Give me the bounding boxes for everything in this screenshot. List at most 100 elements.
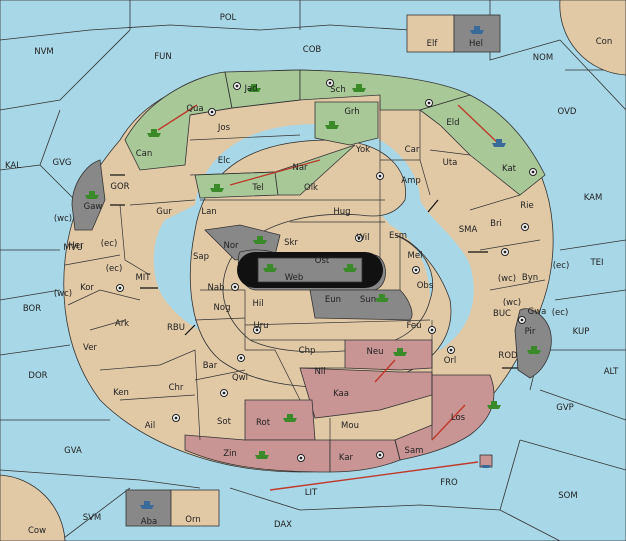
sea-zone-label: GVA [64, 446, 82, 456]
coast-label: (ec) [101, 239, 118, 249]
territory-label: Obs [417, 281, 434, 291]
territory-label: Orl [444, 356, 457, 366]
territory-label: Olk [304, 183, 318, 193]
territory-label: Ost [315, 256, 330, 266]
territory-label: Can [136, 149, 153, 159]
territory-label: Gaw [84, 202, 103, 212]
territory-label: Esm [389, 231, 407, 241]
territory-label: Sap [193, 252, 209, 262]
territory-label: Mel [408, 251, 423, 261]
sea-zone-label: FUN [154, 52, 171, 62]
territory-label: Ver [83, 343, 97, 353]
territory-label: Car [405, 145, 420, 155]
units [85, 26, 541, 509]
coast-label: (ec) [106, 264, 123, 274]
territory-label: Elf [427, 39, 439, 49]
territory-label: Kor [80, 283, 94, 293]
island-boxes [125, 14, 501, 527]
territory-label: Nar [292, 163, 308, 173]
sea-zone-label: SMA [459, 225, 478, 235]
territory-label: Zin [223, 449, 237, 459]
territory-label: Byn [522, 273, 538, 283]
sea-zone-label: SVM [83, 513, 102, 523]
territory-borders [64, 99, 546, 461]
territory-label: Los [451, 413, 466, 423]
territory-label: Nil [314, 367, 325, 377]
territory-label: Elc [218, 156, 231, 166]
territory-label: Chr [169, 383, 184, 393]
territory-label: Wil [357, 233, 370, 243]
territory-label: Qua [186, 104, 203, 114]
territory-label: Pir [525, 327, 536, 337]
territory-label: Kar [339, 453, 354, 463]
sea-zone-label: NOM [533, 53, 553, 63]
territory-label: Her [68, 241, 84, 251]
territory-label: Sun [360, 295, 376, 305]
territory-label: Hil [252, 299, 263, 309]
sea-zone-label: BUC [493, 309, 511, 319]
web-ost-territory [257, 257, 363, 283]
territory-label: Hug [333, 207, 350, 217]
territory-label: Jos [217, 123, 231, 133]
territory-label: Nab [208, 283, 225, 293]
territory-label: Uru [253, 321, 268, 331]
sea-zone-label: COB [303, 45, 322, 55]
sea-zone-label: ROD [498, 351, 518, 361]
territory-label: Nog [214, 303, 231, 313]
territory-label: Uta [443, 158, 458, 168]
strait-connectors [110, 174, 518, 369]
territory-label: Tel [251, 183, 263, 193]
sea-zone-label: ALT [604, 367, 619, 377]
sea-zone-label: BOR [23, 304, 41, 314]
sea-zone-label: Cow [28, 526, 46, 536]
territory-label: Eld [446, 118, 459, 128]
sea-zone-label: KUP [573, 327, 590, 337]
coast-label: (wc) [54, 214, 72, 224]
con-territory [559, 0, 626, 76]
territory-label: Gur [156, 207, 172, 217]
sea-zone-label: RBU [167, 323, 185, 333]
coast-label: (ec) [552, 308, 569, 318]
territory-label: Eun [325, 295, 341, 305]
supply-centers [116, 79, 537, 462]
sea-zone-label: NVM [34, 47, 54, 57]
red-power-territories [184, 339, 495, 473]
territory-label: Rot [256, 418, 271, 428]
sea-zone-label: TEI [589, 258, 603, 268]
territory-label: Rie [520, 201, 534, 211]
territory-label: Mou [341, 421, 359, 431]
territory-label: Chp [299, 346, 316, 356]
territory-label: Jad [243, 84, 257, 94]
sea-zone-label: POL [220, 13, 237, 23]
territory-label: Skr [284, 238, 298, 248]
sea-zone-label: FRO [440, 478, 458, 488]
territory-label: Ail [145, 421, 156, 431]
territory-label: Amp [401, 176, 421, 186]
territory-label: Bar [203, 361, 218, 371]
territory-label: Neu [367, 347, 384, 357]
sea-zone-label: OVD [558, 107, 577, 117]
sea-zone-label: MIT [135, 273, 151, 283]
coast-label: (wc) [498, 274, 516, 284]
sea-zone-label: GVP [556, 403, 574, 413]
territory-label: Nor [223, 241, 239, 251]
territory-label: Hel [469, 39, 483, 49]
sea-zone-label: Con [596, 37, 613, 47]
territory-label: Orn [185, 515, 200, 525]
sea-zone-label: GVG [53, 158, 72, 168]
coast-label: (wc) [54, 289, 72, 299]
sea-zone-label: GOR [110, 182, 129, 192]
order-arrows [157, 104, 501, 491]
territory-label: Yok [355, 145, 370, 155]
sea-zone-label: SOM [558, 491, 577, 501]
territory-label: Kat [502, 164, 517, 174]
sea-zone-label: KAL [5, 161, 21, 171]
sea-zone-label: MVU [63, 243, 82, 253]
territory-label: Sam [405, 446, 424, 456]
cow-territory [0, 474, 66, 541]
territory-label: Lan [201, 207, 216, 217]
territory-label: Ark [115, 319, 129, 329]
coast-label: (wc) [503, 298, 521, 308]
